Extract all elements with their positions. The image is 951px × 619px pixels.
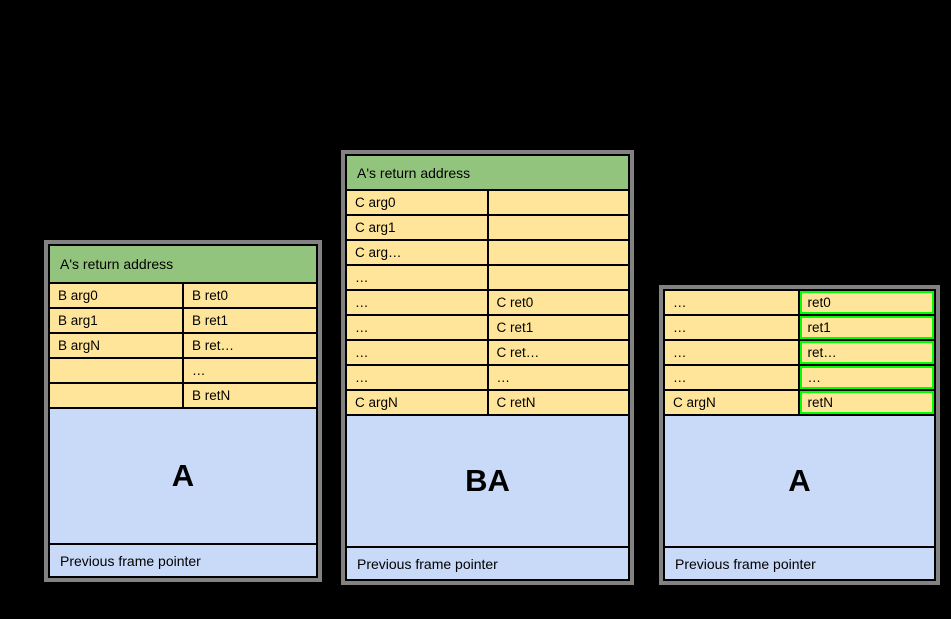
ret-cell-highlighted: ret… (799, 341, 934, 364)
ret-cell (488, 191, 628, 214)
stack-row: … C ret1 (347, 316, 628, 339)
stack-row: B retN (50, 384, 316, 407)
stack-row: … C ret… (347, 341, 628, 364)
stack-row: … (50, 359, 316, 382)
arg-cell: B arg1 (50, 309, 182, 332)
stack-row: B argN B ret… (50, 334, 316, 357)
arg-cell (50, 384, 182, 407)
return-address-header: A's return address (347, 156, 628, 189)
previous-frame-pointer-row: Previous frame pointer (50, 545, 316, 576)
ret-cell (488, 216, 628, 239)
stack-row: C argN C retN (347, 391, 628, 414)
ret-cell-highlighted: retN (799, 391, 934, 414)
arg-cell: B arg0 (50, 284, 182, 307)
ret-cell: C ret… (488, 341, 628, 364)
stack-row: B arg0 B ret0 (50, 284, 316, 307)
right-stack-table: … ret0 … ret1 … ret… … … C argN retN A (659, 285, 940, 585)
arg-cell: C arg0 (347, 191, 487, 214)
left-stack-grid: A's return address B arg0 B ret0 B arg1 … (48, 244, 318, 578)
ret-cell-highlighted: ret1 (799, 316, 934, 339)
arg-cell: … (347, 291, 487, 314)
arg-cell: … (665, 366, 798, 389)
stack-row: B arg1 B ret1 (50, 309, 316, 332)
arg-cell: … (347, 366, 487, 389)
arg-cell: … (347, 266, 487, 289)
previous-frame-pointer-row: Previous frame pointer (665, 548, 934, 579)
arg-cell: … (347, 341, 487, 364)
ret-cell: … (184, 359, 316, 382)
stack-row: … … (665, 366, 934, 389)
frame-body-label: A (788, 463, 811, 498)
right-stack-grid: … ret0 … ret1 … ret… … … C argN retN A (663, 289, 936, 581)
ret-cell-highlighted: ret0 (799, 291, 934, 314)
arg-cell: C arg1 (347, 216, 487, 239)
frame-body-label: BA (465, 463, 510, 498)
frame-body: BA (347, 416, 628, 546)
middle-stack-table: A's return address C arg0 C arg1 C arg… … (341, 150, 634, 585)
stack-row: C arg1 (347, 216, 628, 239)
stack-row: C argN retN (665, 391, 934, 414)
stack-row: … C ret0 (347, 291, 628, 314)
arg-cell: … (347, 316, 487, 339)
ret-cell: C retN (488, 391, 628, 414)
frame-body: A (50, 409, 316, 543)
stack-row: … … (347, 366, 628, 389)
arg-cell: … (665, 316, 798, 339)
arg-cell: C argN (347, 391, 487, 414)
arg-cell: C argN (665, 391, 798, 414)
ret-cell: C ret1 (488, 316, 628, 339)
stack-row: … ret0 (665, 291, 934, 314)
arg-cell: … (665, 341, 798, 364)
frame-body-label: A (171, 458, 195, 493)
stack-row: … ret… (665, 341, 934, 364)
stack-row: C arg0 (347, 191, 628, 214)
ret-cell: B ret1 (184, 309, 316, 332)
ret-cell-highlighted: … (799, 366, 934, 389)
arg-cell (50, 359, 182, 382)
stack-row: … (347, 266, 628, 289)
arg-cell: C arg… (347, 241, 487, 264)
arg-cell: … (665, 291, 798, 314)
left-stack-table: A's return address B arg0 B ret0 B arg1 … (44, 240, 322, 582)
frame-body: A (665, 416, 934, 546)
arg-cell: B argN (50, 334, 182, 357)
ret-cell (488, 241, 628, 264)
ret-cell: … (488, 366, 628, 389)
stack-row: … ret1 (665, 316, 934, 339)
previous-frame-pointer-row: Previous frame pointer (347, 548, 628, 579)
middle-stack-grid: A's return address C arg0 C arg1 C arg… … (345, 154, 630, 581)
stack-row: C arg… (347, 241, 628, 264)
ret-cell (488, 266, 628, 289)
ret-cell: B ret… (184, 334, 316, 357)
ret-cell: C ret0 (488, 291, 628, 314)
ret-cell: B retN (184, 384, 316, 407)
ret-cell: B ret0 (184, 284, 316, 307)
return-address-header: A's return address (50, 246, 316, 282)
